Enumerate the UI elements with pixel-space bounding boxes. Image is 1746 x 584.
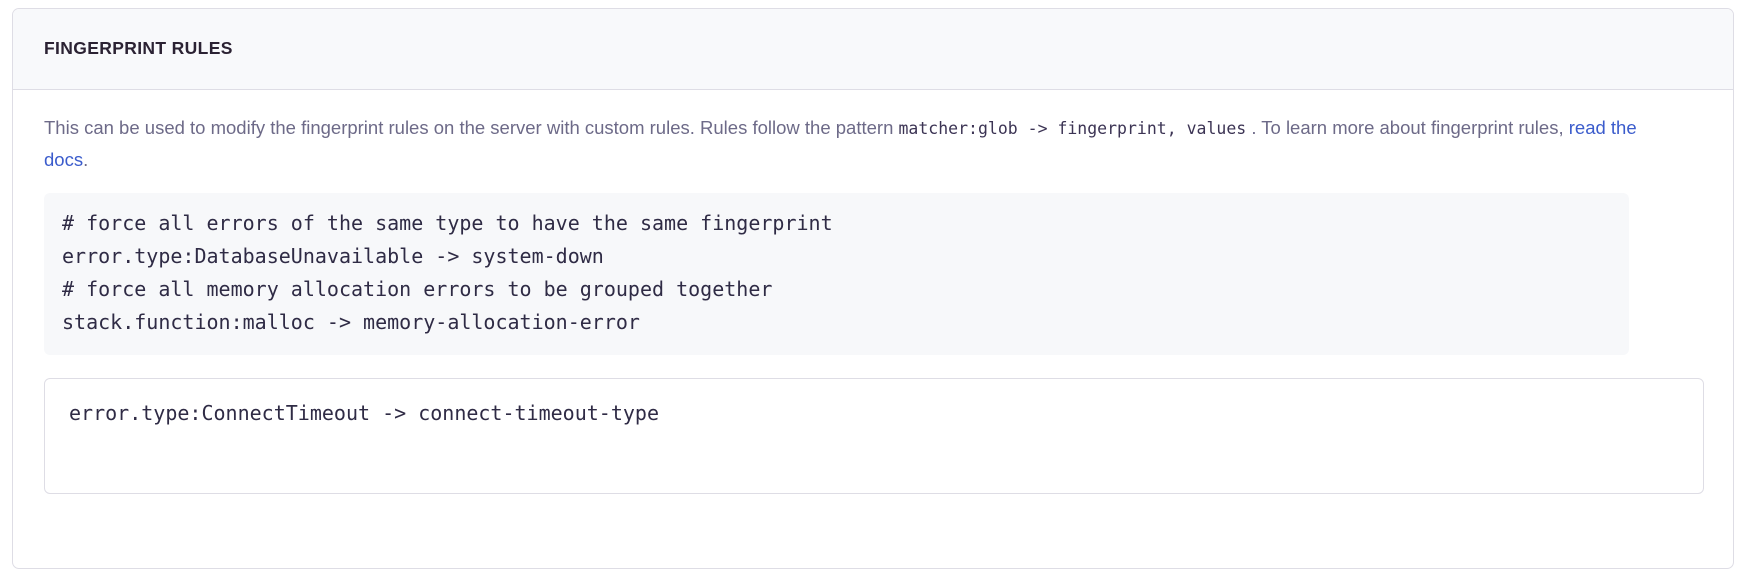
description-text: This can be used to modify the fingerpri…	[44, 112, 1674, 175]
card-body: This can be used to modify the fingerpri…	[13, 90, 1733, 494]
example-rules-code: # force all errors of the same type to h…	[62, 211, 833, 334]
read-the-docs-link[interactable]: read the docs	[44, 117, 1637, 170]
fingerprint-rules-card: FINGERPRINT RULES This can be used to mo…	[12, 8, 1734, 569]
description-part-3: .	[83, 149, 89, 170]
example-rules-code-block: # force all errors of the same type to h…	[44, 193, 1629, 355]
fingerprint-rules-textarea[interactable]	[44, 378, 1704, 494]
card-header: FINGERPRINT RULES	[13, 9, 1733, 90]
inline-code-pattern: matcher:glob -> fingerprint, values	[898, 119, 1247, 138]
page-title: FINGERPRINT RULES	[44, 38, 233, 59]
description-part-1: This can be used to modify the fingerpri…	[44, 117, 899, 138]
description-part-2: . To learn more about fingerprint rules,	[1246, 117, 1569, 138]
